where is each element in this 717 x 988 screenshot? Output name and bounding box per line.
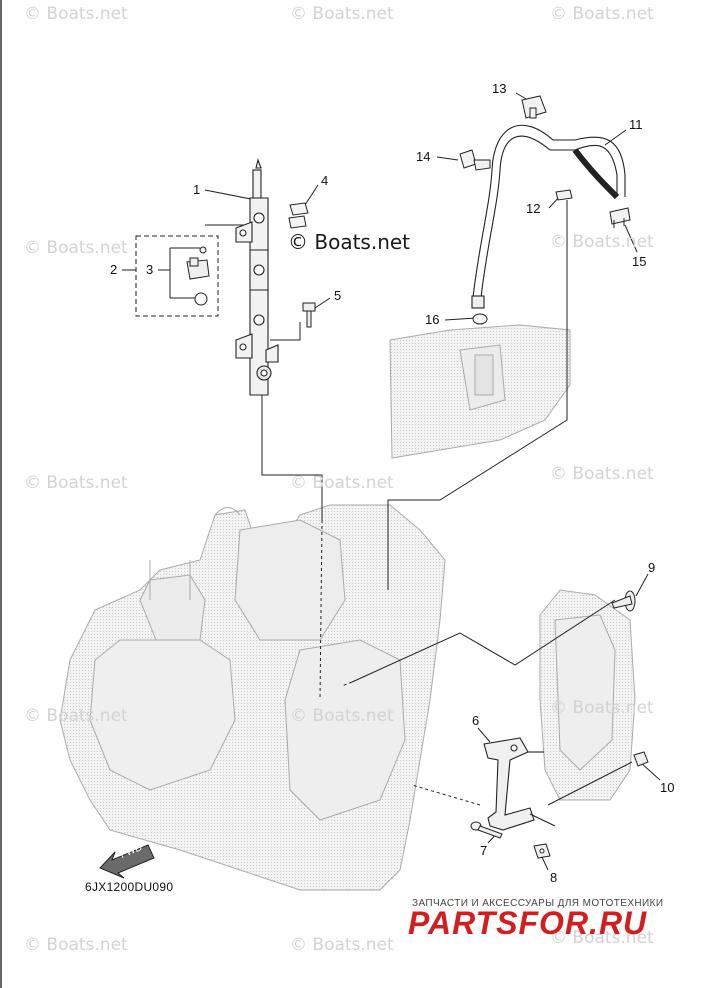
watermark: © Boats.net <box>550 928 654 948</box>
callout-13: 13 <box>492 81 507 96</box>
callout-8: 8 <box>550 870 558 885</box>
diagram-code: 6JX1200DU090 <box>85 880 174 894</box>
injector-3 <box>186 246 210 306</box>
kit-boundary <box>135 235 219 317</box>
bracket-6 <box>483 737 556 831</box>
nut-8 <box>533 843 551 859</box>
ring-16 <box>472 313 488 325</box>
bolt-7 <box>470 821 503 839</box>
callout-2: 2 <box>110 262 118 277</box>
upper-engine-fragment <box>389 324 571 459</box>
callout-12: 12 <box>526 201 541 216</box>
watermark: © Boats.net <box>290 706 394 726</box>
callout-1: 1 <box>193 182 201 197</box>
callout-9: 9 <box>648 560 656 575</box>
watermark: © Boats.net <box>24 4 128 24</box>
clip-13 <box>521 95 547 119</box>
leader-lines <box>122 92 661 871</box>
callout-6: 6 <box>472 713 480 728</box>
nut-10 <box>633 751 649 767</box>
watermark: © Boats.net <box>24 473 128 493</box>
clip-12 <box>555 189 573 201</box>
promo-brand-logo: PARTSFOR.RU <box>408 905 648 941</box>
watermark: © Boats.net <box>290 4 394 24</box>
callout-15: 15 <box>632 254 647 269</box>
clip-15 <box>609 207 631 228</box>
fwd-arrow-icon <box>99 844 155 879</box>
watermark-dark: © Boats.net <box>288 230 411 254</box>
watermark: © Boats.net <box>550 232 654 252</box>
watermark: © Boats.net <box>24 238 128 258</box>
callout-14: 14 <box>416 149 431 164</box>
watermark: © Boats.net <box>24 935 128 955</box>
callout-5: 5 <box>334 288 342 303</box>
bolt-9 <box>611 590 636 612</box>
watermark: © Boats.net <box>550 698 654 718</box>
engine-block <box>59 504 446 891</box>
callout-7: 7 <box>480 843 488 858</box>
callout-4: 4 <box>321 173 329 188</box>
promo-tagline: ЗАПЧАСТИ И АКСЕССУАРЫ ДЛЯ МОТОТЕХНИКИ <box>412 898 664 909</box>
fuel-rail <box>235 158 279 396</box>
watermark: © Boats.net <box>550 4 654 24</box>
fuel-hose <box>471 124 626 309</box>
watermark: © Boats.net <box>24 706 128 726</box>
watermark: © Boats.net <box>550 464 654 484</box>
bolt-5 <box>302 302 316 328</box>
callout-11: 11 <box>629 117 643 132</box>
callout-10: 10 <box>660 780 675 795</box>
clip-14 <box>459 149 491 171</box>
callout-16: 16 <box>425 312 440 327</box>
watermark: © Boats.net <box>290 935 394 955</box>
watermark: © Boats.net <box>290 473 394 493</box>
right-engine-fragment <box>539 589 636 801</box>
callout-3: 3 <box>146 262 154 277</box>
clip-4 <box>288 202 309 229</box>
